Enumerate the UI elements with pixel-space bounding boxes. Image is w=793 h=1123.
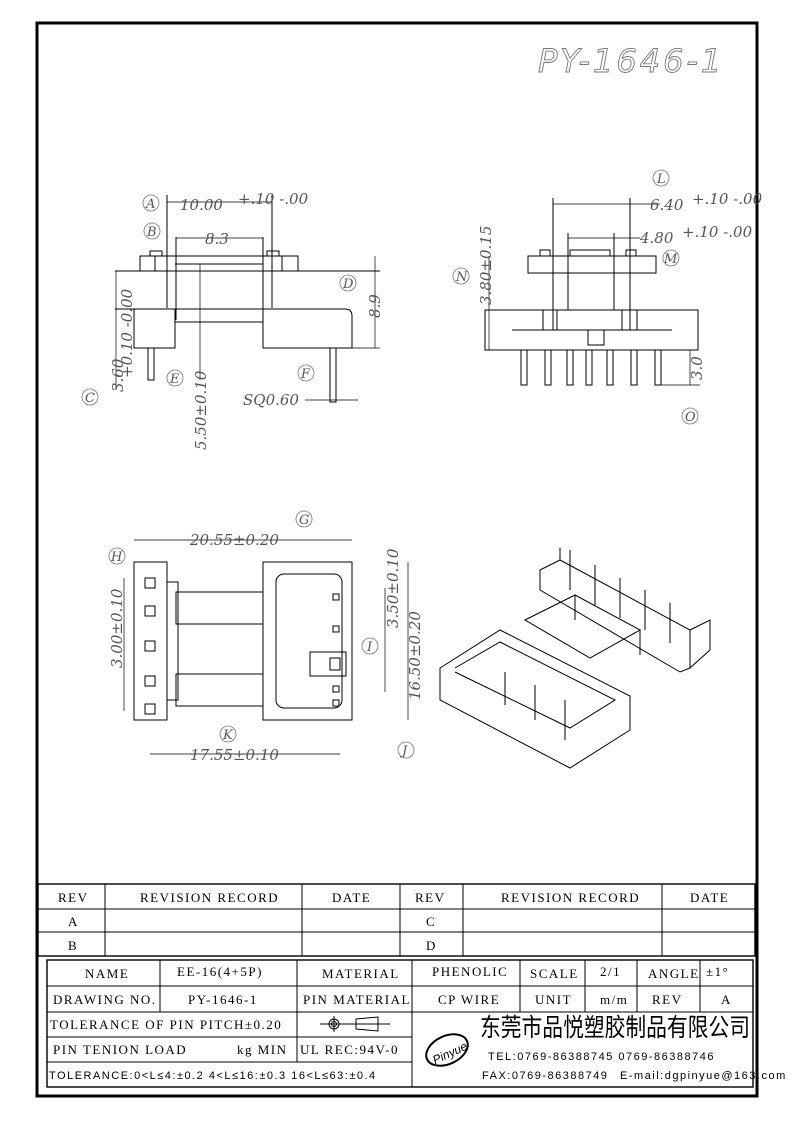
- isometric-view: [439, 548, 711, 769]
- side_view-dims-l_tol: +.10 -.00: [692, 190, 763, 208]
- side_view-callouts-2: N: [455, 270, 468, 285]
- title_block-tolerance: TOLERANCE:0<L≤4:±0.2 4<L≤16:±0.3 16<L≤63…: [49, 1070, 377, 1082]
- side_view-callouts-1: M: [663, 252, 678, 267]
- title_block-angle_label: ANGLE: [648, 966, 700, 981]
- title_block-drawing_no: PY-1646-1: [188, 992, 258, 1007]
- revision_table-headers-0: REV: [58, 890, 89, 905]
- bottom_view-dims-g: 20.55±0.20: [189, 531, 279, 549]
- bottom_view-dims-h: 3.00±0.10: [108, 588, 126, 668]
- side-view: L M N O 6.40 +.10 -.00 4.80 +.10 -.00 3.…: [452, 169, 763, 425]
- revision_table-rows-0-0: A: [68, 914, 79, 929]
- revision_table-rows-0-3: C: [426, 914, 436, 929]
- title_block-pin_pitch_tol: TOLERANCE OF PIN PITCH±0.20: [50, 1017, 282, 1032]
- bottom_view-callouts-0: G: [299, 513, 309, 528]
- title_block-ul: UL REC:94V-0: [300, 1042, 399, 1057]
- title_block-name_label: NAME: [85, 966, 129, 981]
- revision_table-rows-1-0: B: [68, 938, 78, 953]
- title_block-pin_material: CP WIRE: [438, 992, 500, 1007]
- front_view-dims-pin: SQ0.60: [243, 391, 299, 409]
- front_view-callouts-3: D: [342, 277, 354, 292]
- title-block: NAME EE-16(4+5P) MATERIAL PHENOLIC SCALE…: [46, 959, 787, 1088]
- front_view-callouts-4: E: [169, 372, 180, 387]
- title_block-pin_load: PIN TENION LOAD: [53, 1042, 187, 1057]
- front-view: A B C D E F 10.00 +.10 -.00 8.3 8.9 3.60…: [81, 190, 384, 450]
- bottom_view-dims-i: 3.50±0.10: [384, 548, 402, 628]
- front_view-dims-e: 5.50±0.10: [192, 370, 210, 450]
- front_view-callouts-5: F: [300, 367, 311, 382]
- revision_table-headers-3: REV: [415, 890, 446, 905]
- revision_table-rows-1-3: D: [426, 938, 437, 953]
- drawing-title: PY-1646-1: [538, 42, 724, 80]
- revision_table-headers-2: DATE: [332, 890, 371, 905]
- title_block-rev_label: REV: [652, 992, 683, 1007]
- front_view-dims-width_tol: +.10 -.00: [238, 190, 309, 208]
- revision_table-headers-5: DATE: [690, 890, 729, 905]
- title_block-material_label: MATERIAL: [322, 966, 400, 981]
- bottom_view-dims-j: 16.50±0.20: [406, 611, 424, 700]
- title_block-email: E-mail:dgpinyue@163.com: [620, 1070, 787, 1082]
- title_block-scale: 2/1: [600, 964, 621, 979]
- bottom_view-callouts-2: I: [366, 640, 373, 655]
- front_view-dims-c: 3.60: [109, 358, 127, 392]
- title_block-fax: FAX:0769-86388749: [482, 1070, 608, 1082]
- side_view-dims-o: 3.0: [688, 356, 706, 380]
- front_view-callouts-2: C: [85, 391, 95, 406]
- front_view-dims-c_tol: +0.10 -0.00: [118, 288, 136, 378]
- front_view-callouts-1: B: [146, 225, 157, 240]
- title_block-unit_label: UNIT: [535, 992, 572, 1007]
- bottom_view-callouts-4: K: [222, 728, 234, 743]
- front_view-dims-inner: 8.3: [205, 230, 229, 248]
- side_view-dims-m: 4.80: [639, 229, 674, 247]
- side_view-callouts-0: L: [656, 172, 666, 187]
- company-name: 东莞市品悦塑胶制品有限公司: [480, 1013, 750, 1042]
- projection-symbol-icon: [320, 1016, 390, 1032]
- revision-table: REV REVISION RECORD DATE REV REVISION RE…: [37, 883, 756, 957]
- title_block-drawing_no_label: DRAWING NO.: [53, 992, 157, 1007]
- title_block-tel: TEL:0769-86388745 0769-86388746: [488, 1051, 715, 1063]
- title_block-angle: ±1°: [706, 964, 729, 979]
- title_block-name: EE-16(4+5P): [177, 964, 263, 979]
- title_block-rev: A: [721, 992, 732, 1007]
- front_view-dims-height: 8.9: [366, 294, 384, 318]
- title_block-pin_material_label: PIN MATERIAL: [303, 992, 411, 1007]
- drawing-frame: [35, 21, 759, 1098]
- side_view-callouts-3: O: [685, 410, 696, 425]
- revision_table-headers-4: REVISION RECORD: [501, 890, 640, 905]
- side_view-dims-l: 6.40: [650, 196, 684, 214]
- bottom_view-dims-k: 17.55±0.10: [190, 746, 279, 764]
- bottom_view-callouts-1: H: [110, 550, 123, 565]
- front_view-callouts-0: A: [145, 197, 155, 212]
- bottom-view: G H I J K 20.55±0.20 3.00±0.10 3.50±0.10…: [108, 510, 424, 764]
- bottom_view-callouts-3: J: [399, 744, 408, 759]
- pinyue-logo: Pinyue: [425, 1033, 470, 1067]
- side_view-dims-n: 3.80±0.15: [477, 226, 495, 305]
- front_view-dims-width: 10.00: [180, 196, 223, 214]
- title_block-material: PHENOLIC: [432, 964, 508, 979]
- title_block-pin_load_unit: kg MIN: [237, 1042, 288, 1057]
- title_block-unit: m/m: [600, 992, 628, 1007]
- side_view-dims-m_tol: +.10 -.00: [682, 223, 753, 241]
- title_block-scale_label: SCALE: [530, 966, 579, 981]
- revision_table-headers-1: REVISION RECORD: [140, 890, 279, 905]
